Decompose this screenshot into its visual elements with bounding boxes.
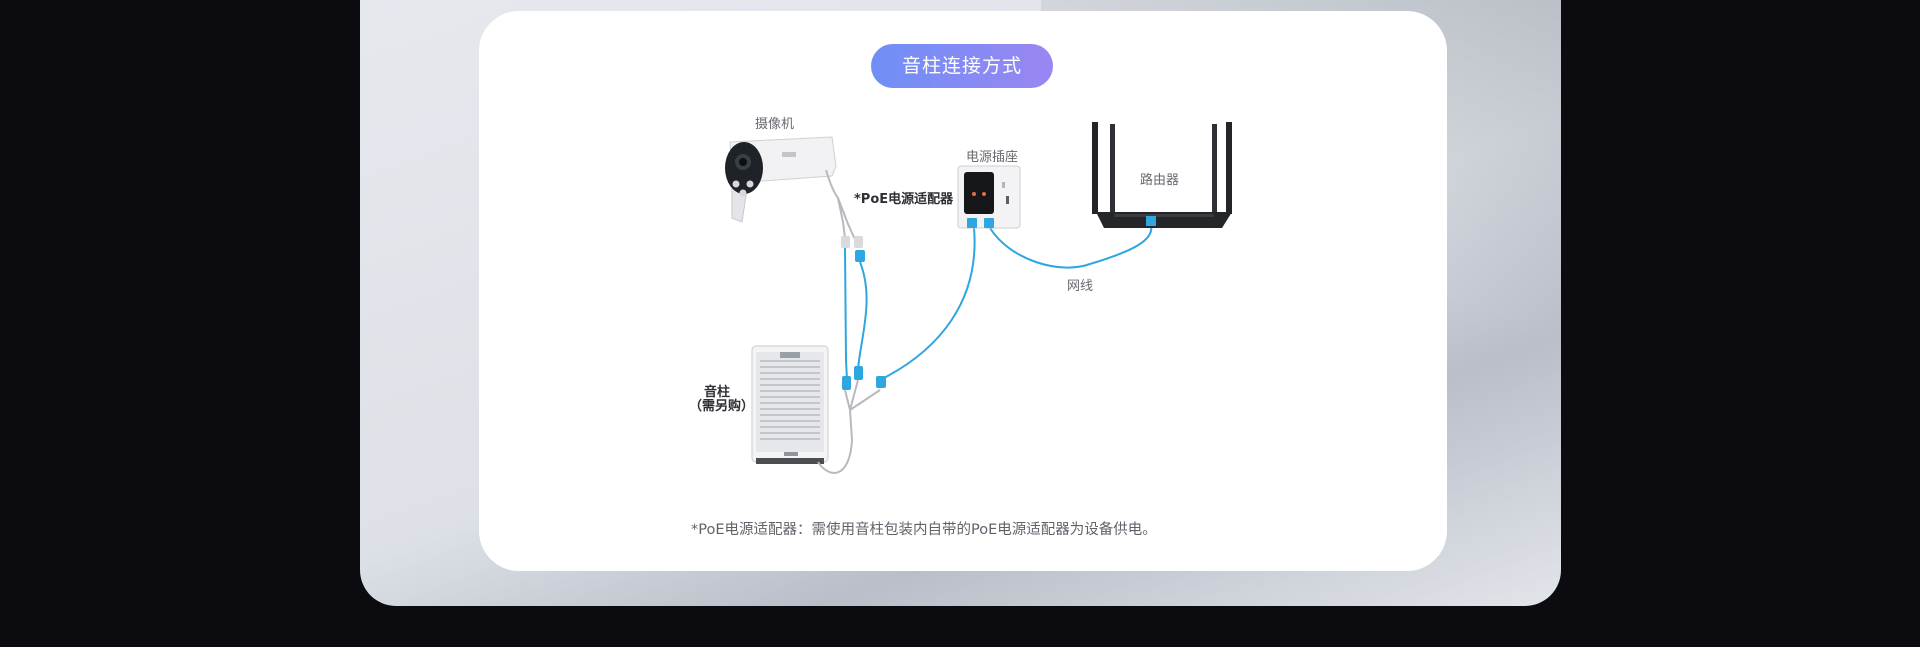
diagram-card xyxy=(479,11,1447,571)
speaker-label: 音柱 xyxy=(704,385,731,400)
speaker-icon xyxy=(751,345,829,464)
camera-icon xyxy=(725,136,839,223)
power-socket-icon xyxy=(957,165,1021,229)
router-label: 路由器 xyxy=(1140,173,1180,188)
poe-adapter-icon xyxy=(837,197,865,262)
network-cable-label: 网线 xyxy=(1067,279,1094,294)
section-title: 音柱连接方式 xyxy=(871,44,1053,88)
footnote: *PoE电源适配器：需使用音柱包装内自带的PoE电源适配器为设备供电。 xyxy=(691,522,1157,538)
speaker-note: （需另购） xyxy=(689,399,755,414)
router-icon xyxy=(1092,122,1232,228)
poe-adapter-label: *PoE电源适配器 xyxy=(854,192,954,207)
camera-label: 摄像机 xyxy=(755,117,795,132)
network-cables xyxy=(844,221,1153,381)
power-socket-label: 电源插座 xyxy=(966,150,1019,165)
